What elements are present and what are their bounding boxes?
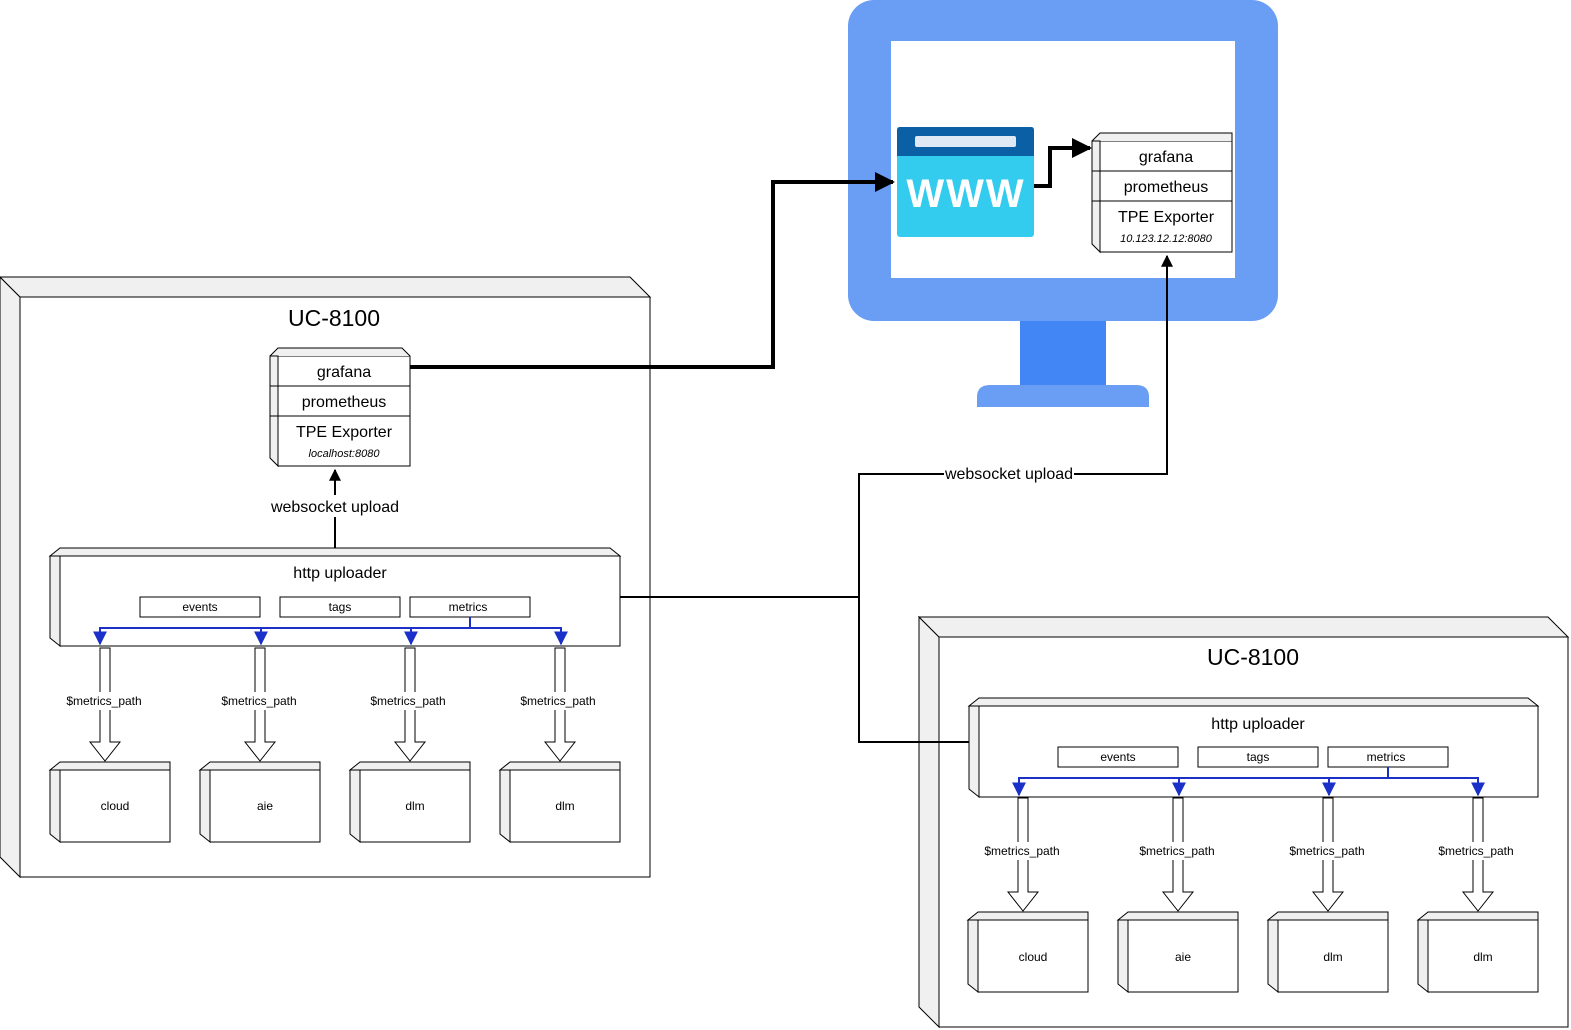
device-a-pipe-3: $metrics_path — [368, 647, 448, 762]
device-a-pipe-2: $metrics_path — [219, 647, 299, 762]
svg-text:$metrics_path: $metrics_path — [520, 694, 595, 708]
device-a-exporter-address: localhost:8080 — [309, 448, 381, 460]
www-browser-icon: WWW — [897, 127, 1034, 237]
svg-text:$metrics_path: $metrics_path — [1289, 844, 1364, 858]
device-a-uploader-title: http uploader — [293, 565, 387, 582]
device-a-prometheus-box: prometheus — [269, 385, 411, 417]
device-a-target-cloud: cloud — [48, 761, 171, 844]
device-a-target-aie: aie — [198, 761, 321, 844]
svg-text:dlm: dlm — [555, 799, 574, 813]
svg-text:metrics: metrics — [449, 600, 488, 614]
svg-text:aie: aie — [1175, 950, 1191, 964]
device-a-pipe-1: $metrics_path — [64, 647, 144, 762]
device-a-grafana-label: grafana — [317, 364, 371, 381]
remote-exporter-label: TPE Exporter — [1118, 209, 1215, 226]
device-a-prometheus-label: prometheus — [302, 394, 387, 411]
svg-text:cloud: cloud — [101, 799, 130, 813]
device-a-uploader: http uploader events tags metrics — [48, 547, 622, 648]
svg-text:aie: aie — [257, 799, 273, 813]
device-b-pipe-3: $metrics_path — [1287, 797, 1367, 912]
svg-text:events: events — [182, 600, 217, 614]
svg-text:tags: tags — [1247, 750, 1270, 764]
device-a-pipe-4: $metrics_path — [518, 647, 598, 762]
remote-grafana-label: grafana — [1139, 149, 1193, 166]
remote-upload-edge: websocket upload — [620, 254, 1173, 743]
device-a-metrics-fanout — [93, 617, 568, 646]
monitor-base — [977, 385, 1149, 407]
svg-text:metrics: metrics — [1367, 750, 1406, 764]
grafana-to-www-edge — [410, 172, 895, 369]
device-a-tab-events: events — [139, 596, 261, 618]
device-a-exporter-box: TPE Exporter localhost:8080 — [269, 415, 411, 468]
svg-text:$metrics_path: $metrics_path — [984, 844, 1059, 858]
svg-text:dlm: dlm — [1323, 950, 1342, 964]
device-a-upload-edge: websocket upload — [268, 468, 402, 548]
device-a-service-stack: grafana prometheus TPE Exporter localhos… — [269, 347, 411, 468]
device-a-tab-tags: tags — [279, 596, 401, 618]
device-b-uploader: http uploader events tags metrics — [967, 697, 1540, 799]
remote-prometheus-box: prometheus — [1091, 170, 1233, 202]
remote-service-stack: grafana prometheus TPE Exporter 10.123.1… — [1091, 132, 1233, 254]
svg-text:dlm: dlm — [405, 799, 424, 813]
device-b-title: UC-8100 — [1207, 644, 1299, 670]
svg-text:$metrics_path: $metrics_path — [1438, 844, 1513, 858]
svg-text:$metrics_path: $metrics_path — [221, 694, 296, 708]
remote-grafana-box: grafana — [1091, 132, 1233, 172]
device-a-title: UC-8100 — [288, 305, 380, 331]
device-a-grafana-box: grafana — [269, 347, 411, 387]
svg-text:$metrics_path: $metrics_path — [66, 694, 141, 708]
remote-upload-label: websocket upload — [944, 466, 1073, 483]
device-b-target-dlm-1: dlm — [1266, 911, 1389, 994]
device-b-tab-events: events — [1057, 746, 1179, 768]
monitor-neck — [1020, 321, 1106, 387]
remote-exporter-box: TPE Exporter 10.123.12.12:8080 — [1091, 200, 1233, 254]
device-b-pipe-4: $metrics_path — [1436, 797, 1516, 912]
svg-text:$metrics_path: $metrics_path — [370, 694, 445, 708]
remote-prometheus-label: prometheus — [1124, 179, 1209, 196]
device-b-target-dlm-2: dlm — [1416, 911, 1539, 994]
remote-exporter-address: 10.123.12.12:8080 — [1120, 233, 1213, 245]
device-b-pipe-2: $metrics_path — [1137, 797, 1217, 912]
device-b-target-cloud: cloud — [966, 911, 1089, 994]
svg-text:$metrics_path: $metrics_path — [1139, 844, 1214, 858]
device-b-pipe-1: $metrics_path — [982, 797, 1062, 912]
www-label: WWW — [906, 172, 1025, 216]
device-b-uploader-title: http uploader — [1211, 716, 1305, 733]
device-b-tab-metrics: metrics — [1327, 746, 1449, 768]
device-a-target-dlm-2: dlm — [498, 761, 621, 844]
svg-text:tags: tags — [329, 600, 352, 614]
device-a-tab-metrics: metrics — [409, 596, 531, 618]
device-b-tab-tags: tags — [1197, 746, 1319, 768]
device-a-upload-label: websocket upload — [270, 499, 399, 516]
www-to-grafana-edge — [1034, 138, 1092, 188]
svg-text:dlm: dlm — [1473, 950, 1492, 964]
device-b-metrics-fanout — [1012, 767, 1485, 797]
device-a-exporter-label: TPE Exporter — [296, 424, 393, 441]
svg-text:cloud: cloud — [1019, 950, 1048, 964]
device-a-target-dlm-1: dlm — [348, 761, 471, 844]
device-b-target-aie: aie — [1116, 911, 1239, 994]
svg-text:events: events — [1100, 750, 1135, 764]
